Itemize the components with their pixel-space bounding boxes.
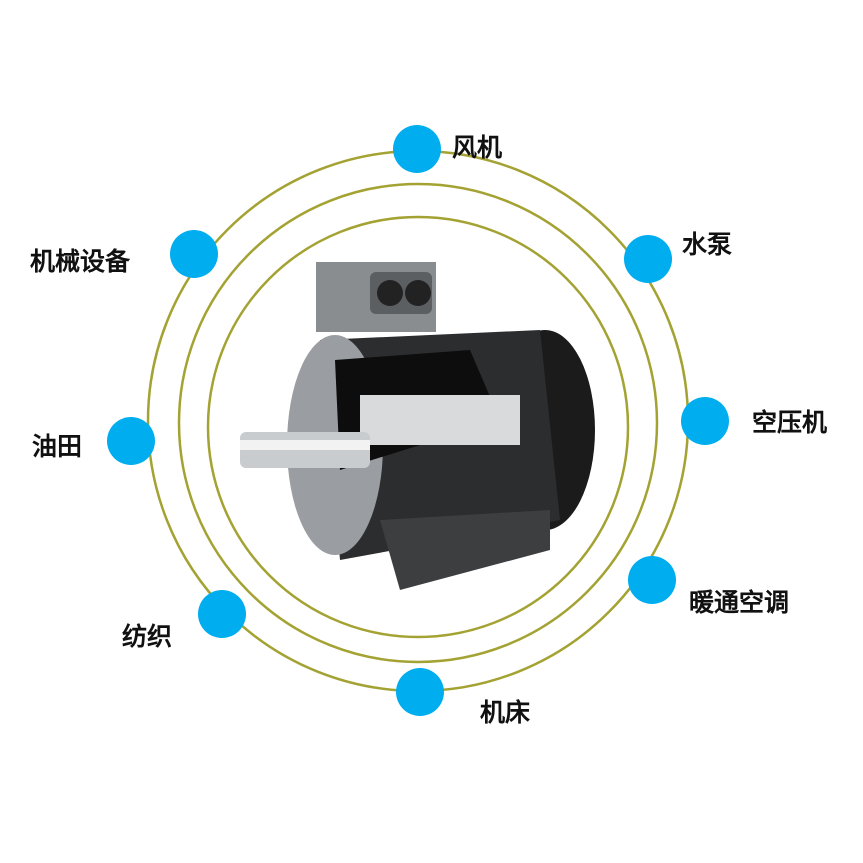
application-dot xyxy=(198,590,246,638)
application-dot xyxy=(628,556,676,604)
application-label: 空压机 xyxy=(752,408,828,437)
application-label: 油田 xyxy=(32,432,83,461)
application-label: 水泵 xyxy=(682,230,733,259)
application-dot xyxy=(396,668,444,716)
application-label: 机械设备 xyxy=(30,247,131,276)
application-label: 纺织 xyxy=(122,622,173,651)
motor-image xyxy=(240,262,595,590)
application-label: 暖通空调 xyxy=(689,588,790,617)
inner-ring xyxy=(206,215,630,639)
application-label: 机床 xyxy=(480,698,531,727)
application-dot xyxy=(393,125,441,173)
middle-ring xyxy=(177,182,659,664)
application-dot xyxy=(624,235,672,283)
application-dot xyxy=(681,397,729,445)
application-label: 风机 xyxy=(452,133,503,162)
application-dot xyxy=(107,417,155,465)
application-dot xyxy=(170,230,218,278)
